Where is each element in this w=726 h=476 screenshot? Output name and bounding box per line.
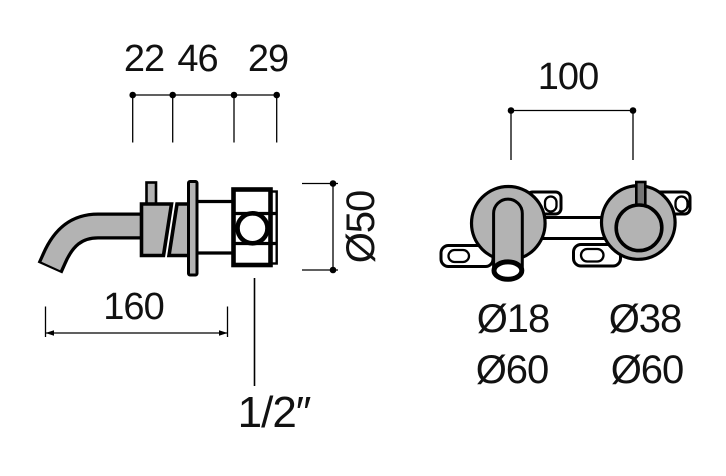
dim-label-dia60-left: Ø60 — [475, 348, 550, 392]
dim-label-46: 46 — [177, 38, 218, 80]
front-view — [439, 107, 692, 282]
spout-outlet-ring — [491, 259, 525, 282]
pipe-lines — [192, 199, 236, 255]
spout-tube-front — [492, 197, 524, 272]
top-dimension-dots — [129, 91, 281, 99]
dim160-lines — [44, 306, 229, 337]
dim-label-dia18: Ø18 — [476, 297, 551, 341]
wall-flange-plate — [187, 180, 199, 277]
dim-label-160: 160 — [103, 286, 164, 328]
tab-right-upper-slot — [674, 195, 689, 213]
top-dimension-chain — [132, 94, 278, 143]
dia50-dimension — [302, 182, 338, 271]
dim160-arrowheads — [45, 330, 228, 336]
tab-left-lower-slot — [447, 248, 471, 264]
tab-right-lower-slot — [579, 247, 605, 263]
dim100-lines — [510, 109, 634, 160]
dim-label-half-inch: 1/2″ — [237, 388, 312, 437]
dim100-dots — [507, 107, 637, 114]
dim-label-dia50: Ø50 — [339, 190, 383, 263]
spout-curved — [37, 212, 143, 274]
spout-holder-block — [139, 202, 174, 258]
tab-left-upper-slot — [543, 195, 558, 213]
cartridge-circle — [235, 211, 270, 246]
dim-label-22: 22 — [123, 38, 165, 80]
dia50-dimension-dots — [329, 180, 337, 274]
dim-label-dia60-right: Ø60 — [610, 348, 685, 392]
dim-label-29: 29 — [247, 38, 289, 80]
dim-label-dia38: Ø38 — [608, 297, 683, 341]
dim-label-100: 100 — [537, 56, 599, 98]
side-view — [37, 91, 338, 386]
handle-knob-circle — [614, 203, 664, 253]
